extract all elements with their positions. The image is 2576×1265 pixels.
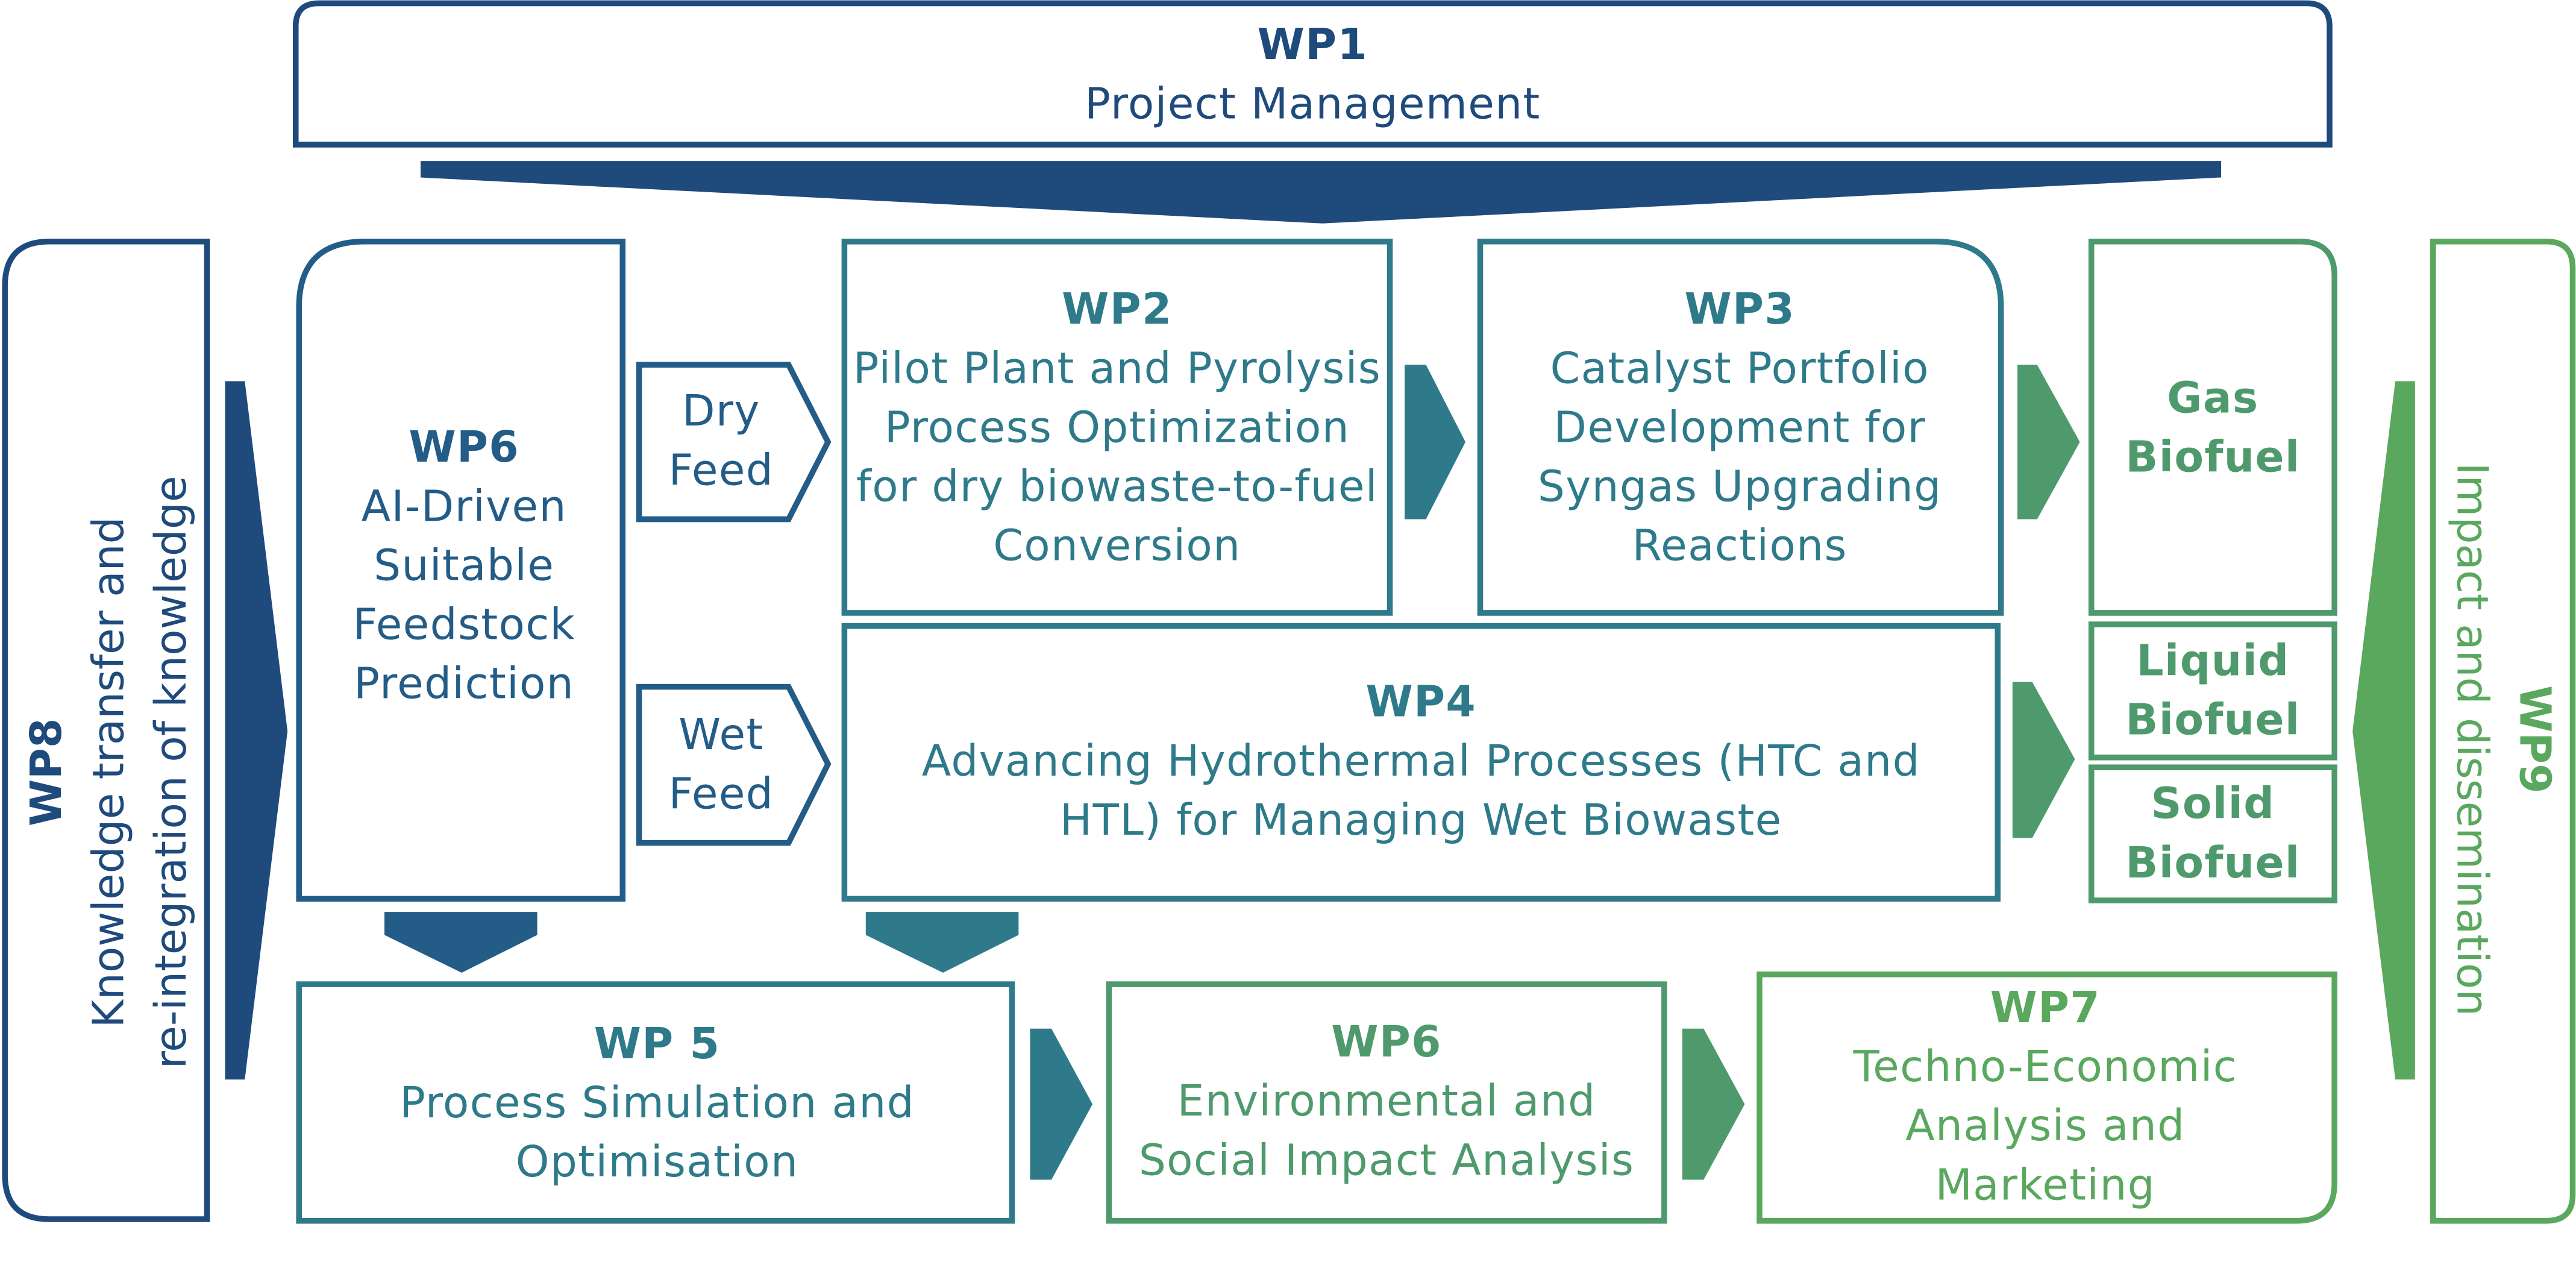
wp1-label: Project Management (1085, 80, 1541, 130)
dry-feed-line2: Feed (668, 447, 774, 497)
arrow-wp2-to-wp3 (1405, 365, 1465, 519)
wp4: WP4 Advancing Hydrothermal Processes (HT… (887, 631, 1955, 894)
wp9-box (2430, 239, 2576, 1224)
wp6-impact: WP6 Environmental and Social Impact Anal… (1117, 979, 1656, 1226)
wp2-box (841, 239, 1393, 616)
solid-biofuel: Solid Biofuel (2125, 780, 2301, 889)
wp3-title: WP3 (1684, 286, 1796, 336)
gas-biofuel-box (2088, 239, 2337, 616)
wp8-arrow (225, 381, 288, 1080)
wp9: WP9 Impact and dissemination (2436, 246, 2568, 1232)
dry-feed-line1: Dry (682, 388, 760, 438)
wp5-title: WP 5 (594, 1020, 721, 1070)
wp8-line2: re-integration of knowledge (148, 476, 198, 1069)
wp8-line1: Knowledge transfer and (85, 516, 135, 1028)
arrow-wp5-to-wp6 (1030, 1028, 1093, 1180)
wp4-title: WP4 (1365, 679, 1477, 728)
wet-feed-line2: Feed (668, 770, 774, 820)
wp8-title: WP8 (23, 718, 72, 827)
arrow-wp4-to-liquid-solid (2012, 682, 2075, 838)
wp6b-label: Environmental and Social Impact Analysis (1138, 1078, 1635, 1187)
wp1-title: WP1 (1257, 21, 1368, 71)
wp1: WP1 Project Management (296, 10, 2330, 141)
wp2-title: WP2 (1062, 286, 1173, 336)
wp6a-label: AI-Driven Suitable Feedstock Prediction (353, 483, 575, 710)
liquid-biofuel: Liquid Biofuel (2125, 637, 2301, 746)
wp3-label: Catalyst Portfolio Development for Synga… (1537, 345, 1942, 572)
wet-feed-line1: Wet (678, 711, 764, 760)
wp6a-title: WP6 (409, 424, 519, 474)
wp5-label: Process Simulation and Optimisation (400, 1079, 915, 1188)
wp2-label: Pilot Plant and Pyrolysis Process Optimi… (853, 345, 1382, 572)
wp8-box (2, 239, 210, 1222)
wp5-box (296, 981, 1015, 1224)
wp1-box (292, 0, 2333, 148)
wp7-label: Techno-Economic Analysis and Marketing (1853, 1043, 2238, 1211)
wp3: WP3 Catalyst Portfolio Development for S… (1488, 246, 1991, 611)
gas-biofuel: Gas Biofuel (2125, 374, 2301, 483)
wp7-box (1757, 971, 2337, 1224)
wp9-title: WP9 (2509, 685, 2559, 794)
dry-feed: Dry Feed (639, 365, 804, 519)
wp4-label: Advancing Hydrothermal Processes (HTC an… (921, 738, 1920, 847)
wp4-box (841, 623, 2001, 902)
wp7-title: WP7 (1990, 984, 2101, 1034)
arrow-wp3-to-gas (2017, 365, 2080, 519)
arrow-wp6-to-wp7 (1682, 1028, 1745, 1180)
solid-biofuel-box (2088, 764, 2337, 903)
wp8: WP8 Knowledge transfer and re-integratio… (11, 279, 208, 1265)
wp9-label: Impact and dissemination (2446, 462, 2496, 1017)
wp7: WP7 Techno-Economic Analysis and Marketi… (1791, 976, 2300, 1219)
dry-feed-tag (636, 362, 832, 523)
arrow-wp4-down (865, 912, 1019, 973)
wp5: WP 5 Process Simulation and Optimisation (328, 989, 986, 1219)
wp6b-title: WP6 (1331, 1019, 1442, 1069)
wp6-box (296, 239, 626, 902)
wet-feed-tag (636, 683, 832, 846)
wp3-box (1477, 239, 2004, 616)
liquid-biofuel-box (2088, 621, 2337, 761)
wp1-funnel-arrow (420, 161, 2222, 224)
wp6-feedstock: WP6 AI-Driven Suitable Feedstock Predict… (312, 246, 616, 887)
wp2: WP2 Pilot Plant and Pyrolysis Process Op… (851, 246, 1383, 611)
wp6-env-box (1106, 981, 1667, 1224)
wp9-arrow (2352, 381, 2415, 1080)
arrow-wp6-down (384, 912, 537, 973)
wet-feed: Wet Feed (639, 687, 804, 843)
